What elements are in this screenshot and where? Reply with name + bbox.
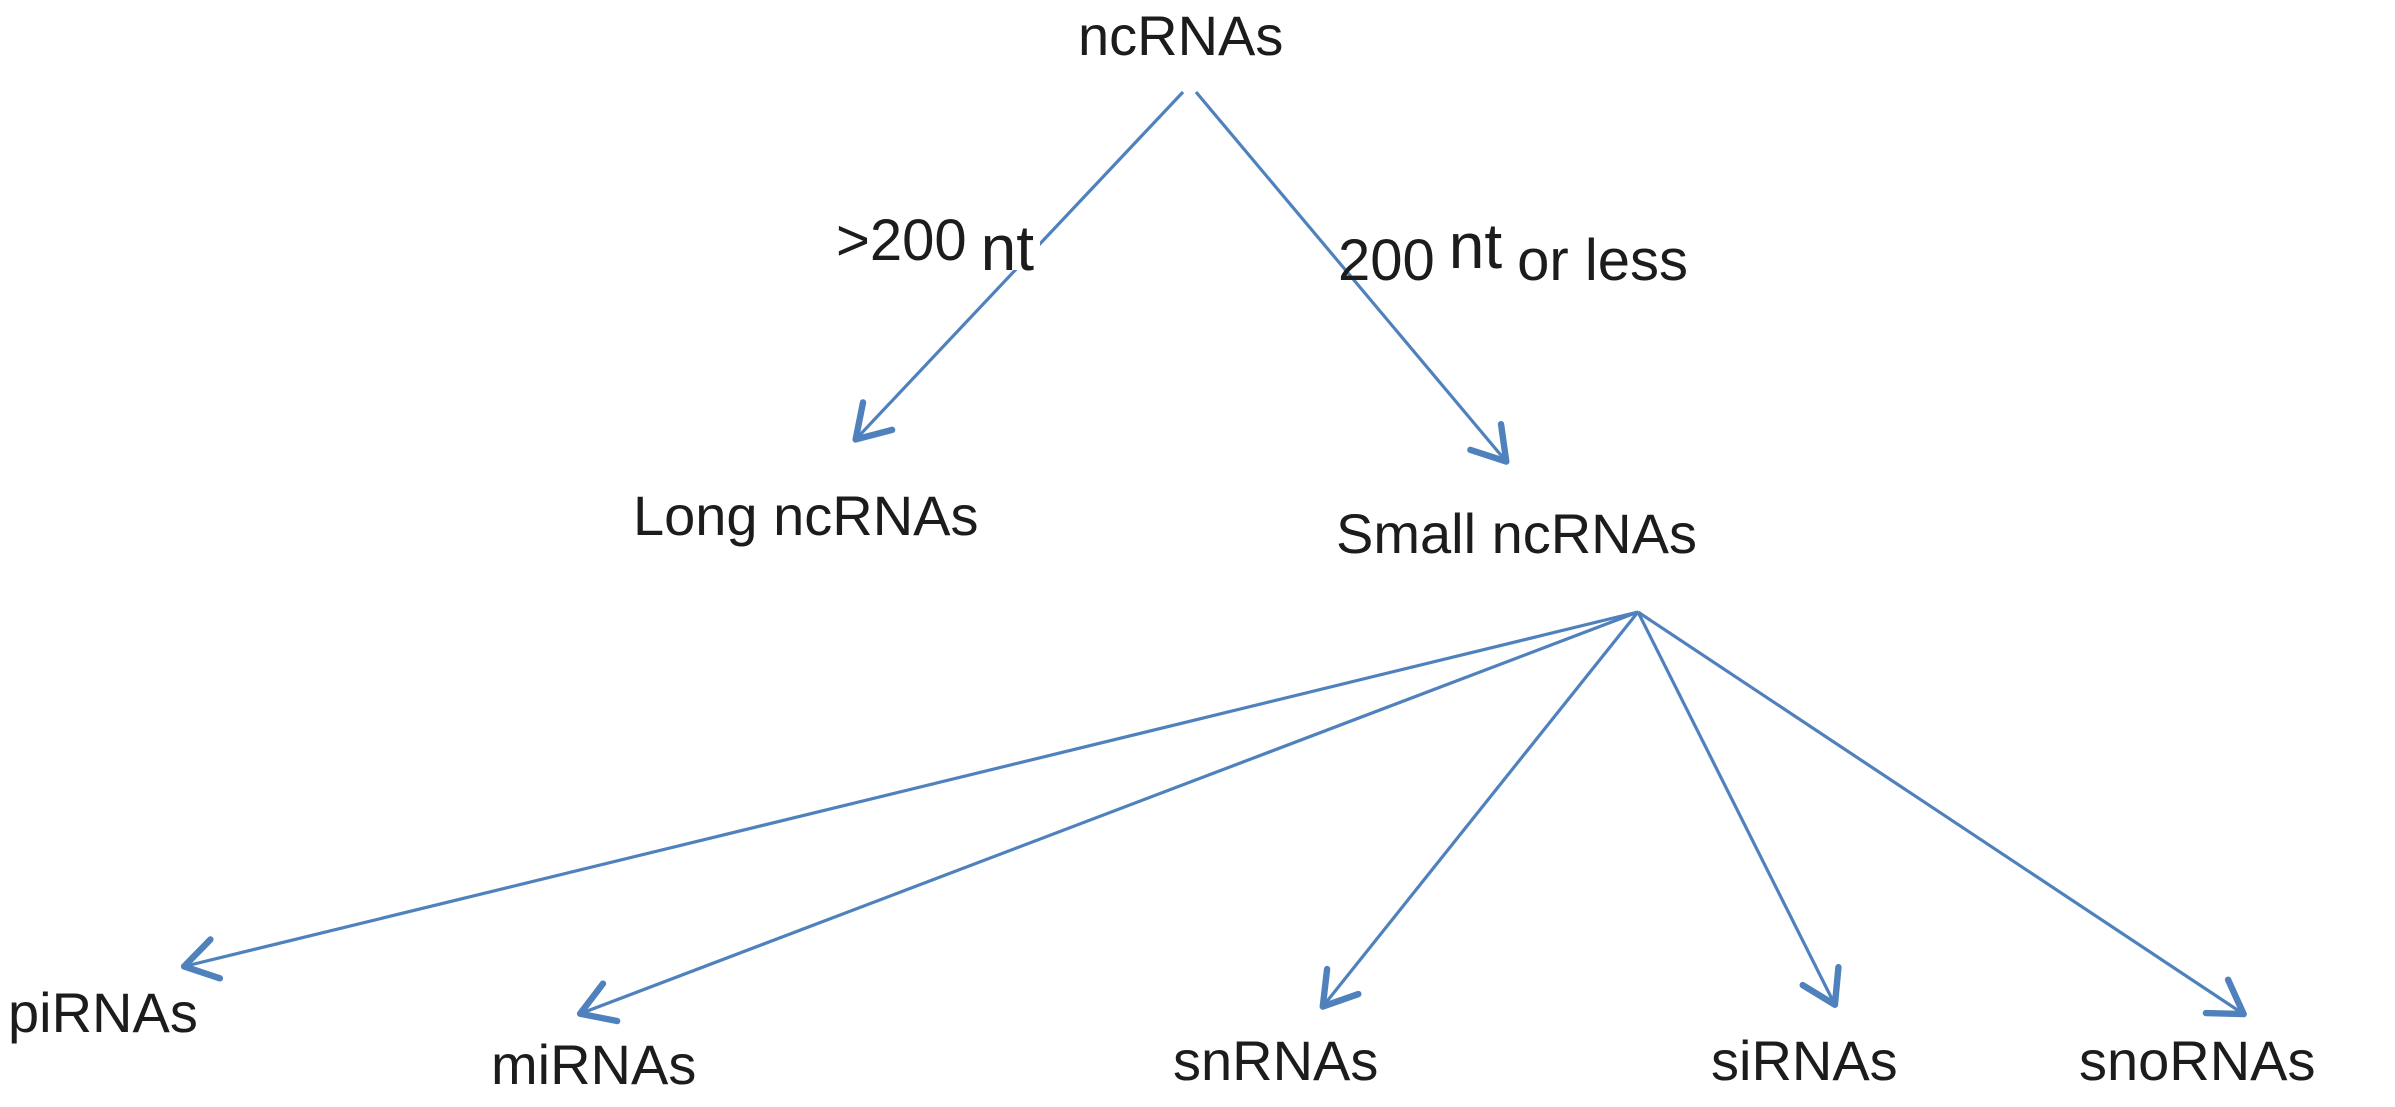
node-ncrnas-label: ncRNAs (1078, 4, 1284, 67)
node-long-ncrnas-label: Long ncRNAs (633, 484, 979, 547)
arrow-small-to-snornas (1637, 610, 2247, 1018)
edge-right-unit: nt (1448, 210, 1503, 282)
edge-right-value: 200 (1338, 228, 1435, 293)
node-mirnas-label: miRNAs (491, 1033, 697, 1096)
arrow-small-to-snrnas (1319, 611, 1640, 1010)
arrow-small-to-mirnas (576, 610, 1639, 1025)
node-snornas-label: snoRNAs (2079, 1029, 2316, 1092)
node-small-ncrnas-label: Small ncRNAs (1336, 502, 1697, 565)
edge-left-value: >200 (836, 208, 967, 273)
edge-label-200-nt-or-less: 200 nt or less (1338, 214, 1688, 293)
arrow-small-to-pirnas (180, 610, 1639, 982)
arrow-ncrnas-to-small (1194, 90, 1510, 465)
edge-left-unit: nt (980, 212, 1035, 284)
node-sirnas-label: siRNAs (1711, 1029, 1898, 1092)
node-snrnas-label: snRNAs (1173, 1029, 1379, 1092)
edge-right-suffix: or less (1517, 228, 1688, 293)
edge-label-gt-200-nt: >200 nt (836, 206, 1041, 280)
node-pirnas-label: piRNAs (8, 981, 198, 1044)
arrow-small-to-sirnas (1636, 611, 1842, 1008)
